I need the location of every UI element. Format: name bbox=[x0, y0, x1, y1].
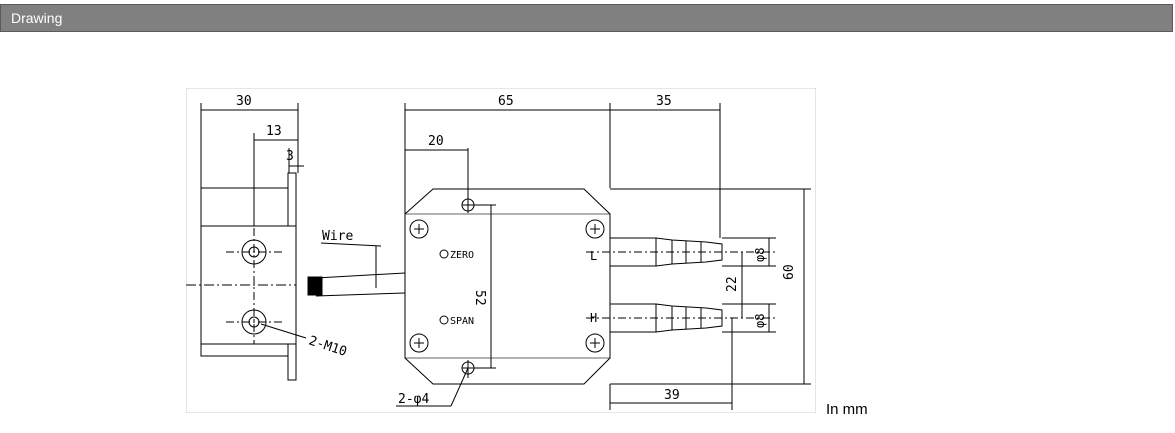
dim-port-dia-low: φ8 bbox=[753, 248, 767, 262]
dim-hole-spacing: 52 bbox=[472, 290, 487, 306]
dim-port-dia-high: φ8 bbox=[753, 314, 767, 328]
dim-side-width: 30 bbox=[236, 94, 252, 109]
front-view bbox=[307, 103, 811, 410]
dim-port-reach: 39 bbox=[664, 388, 680, 403]
section-header: Drawing bbox=[0, 4, 1173, 32]
port-high-label: H bbox=[590, 311, 597, 325]
span-label: SPAN bbox=[450, 316, 474, 327]
port-low-label: L bbox=[590, 249, 597, 263]
dim-ports-length: 35 bbox=[656, 94, 672, 109]
dim-side-thickness: 3 bbox=[286, 149, 294, 164]
hole-callout-label: 2-φ4 bbox=[398, 392, 429, 407]
section-title: Drawing bbox=[11, 10, 63, 26]
unit-note: In mm bbox=[826, 401, 868, 418]
zero-label: ZERO bbox=[450, 250, 474, 261]
dim-port-spacing: 22 bbox=[725, 276, 740, 292]
dim-hole-offset: 20 bbox=[428, 134, 444, 149]
dim-total-height: 60 bbox=[782, 264, 797, 280]
dimension-drawing: 30 13 3 2-M10 65 35 20 52 60 22 39 φ8 φ8… bbox=[186, 88, 816, 413]
wire-label: Wire bbox=[322, 229, 353, 244]
dim-body-length: 65 bbox=[498, 94, 514, 109]
side-view bbox=[186, 103, 307, 381]
dim-side-offset: 13 bbox=[266, 124, 282, 139]
mount-thread-label: 2-M10 bbox=[307, 334, 349, 360]
